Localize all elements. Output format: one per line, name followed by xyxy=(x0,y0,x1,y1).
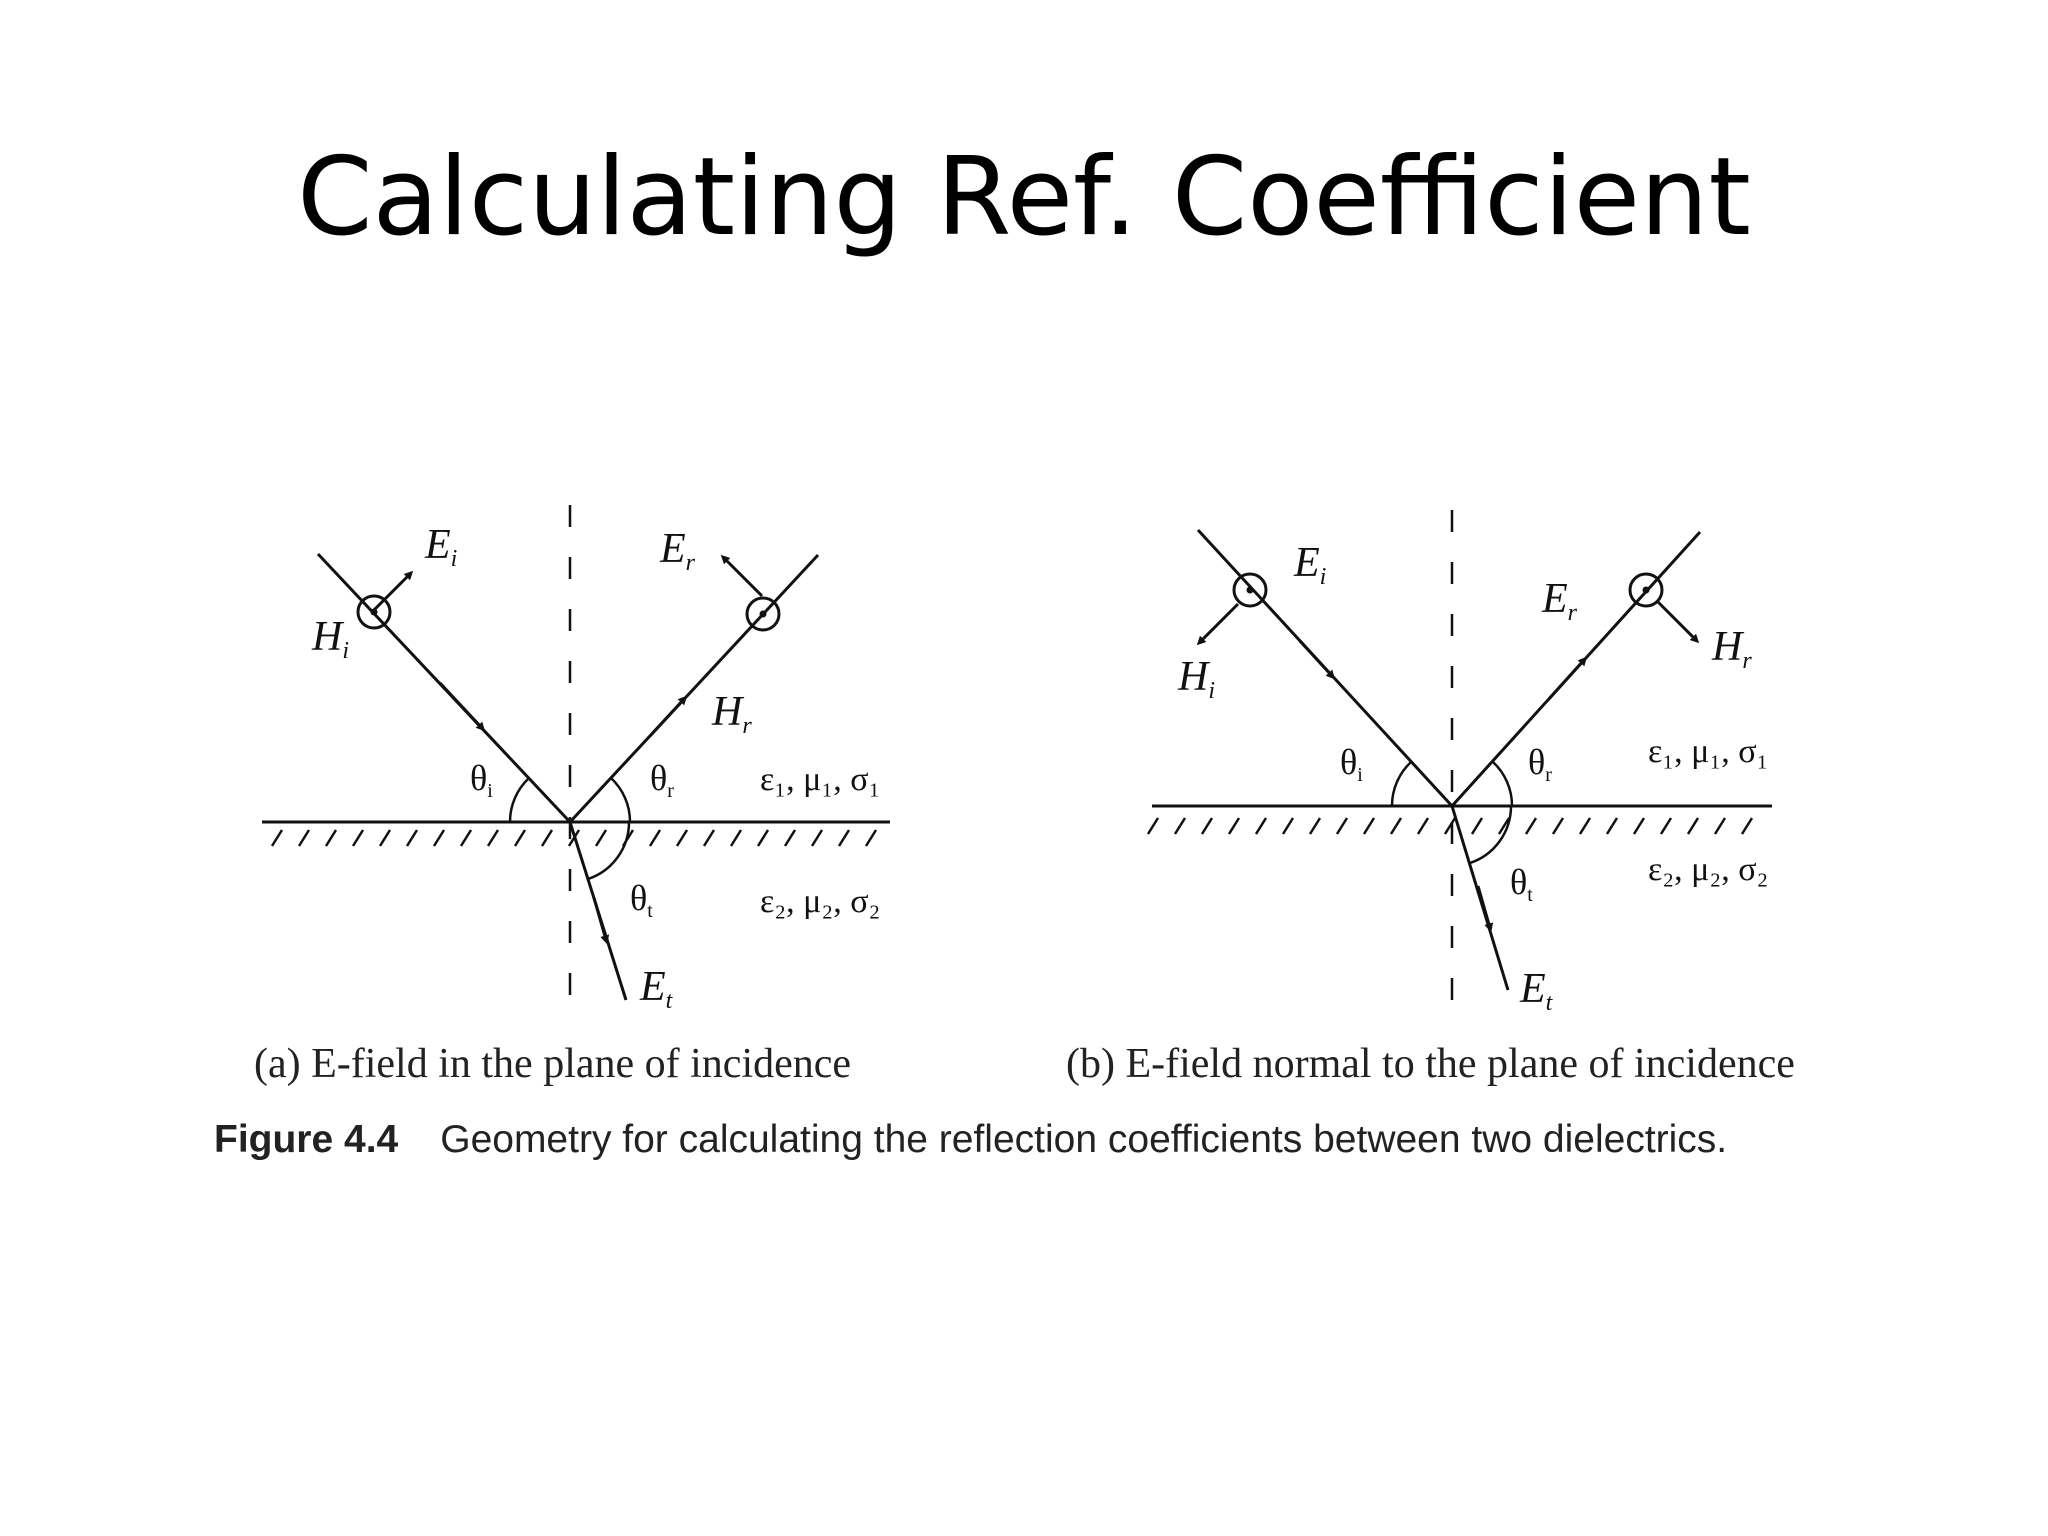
theta-i-label: θ xyxy=(1340,742,1357,782)
er-vector xyxy=(720,554,764,598)
svg-text:Et: Et xyxy=(639,964,674,1014)
medium1-label: ε₁, μ₁, σ₁ xyxy=(1648,733,1768,770)
panel-a-caption: (a) E-field in the plane of incidence xyxy=(254,1041,852,1087)
panel-a-diagram xyxy=(262,505,890,1015)
reflected-ray xyxy=(568,553,820,824)
panel-b-labels: Ei Hi Er Hr θi θr θt Et ε₁, μ₁, σ₁ ε₂, μ… xyxy=(1177,540,1768,1016)
theta-t-label: θ xyxy=(1510,862,1527,902)
svg-text:θi: θi xyxy=(1340,742,1363,786)
er-label: E xyxy=(1541,576,1568,622)
theta-r-arc xyxy=(610,777,632,823)
medium2-label: ε₂, μ₂, σ₂ xyxy=(760,883,880,920)
hr-out-of-page-symbol xyxy=(745,596,781,632)
theta-r-label: θ xyxy=(1528,742,1545,782)
incident-ray-arrow xyxy=(1298,639,1336,680)
theta-i-arc xyxy=(1390,761,1412,807)
hi-out-of-page-symbol xyxy=(356,594,392,630)
svg-text:θr: θr xyxy=(650,758,674,802)
svg-text:Hr: Hr xyxy=(1711,624,1752,674)
svg-text:θt: θt xyxy=(1510,862,1533,906)
er-label: E xyxy=(659,526,686,572)
svg-text:Ei: Ei xyxy=(424,522,457,572)
panel-b-caption: (b) E-field normal to the plane of incid… xyxy=(1066,1041,1795,1087)
ei-label: E xyxy=(424,522,451,568)
ei-out-of-page-symbol xyxy=(1232,572,1268,608)
reflected-ray-arrow xyxy=(648,695,688,738)
transmitted-ray-arrow xyxy=(592,897,610,945)
ei-vector xyxy=(372,570,414,612)
interface-hatching xyxy=(1146,817,1754,835)
figure-number: Figure 4.4 xyxy=(214,1118,399,1161)
theta-t-label: θ xyxy=(630,878,647,918)
interface-hatching xyxy=(270,829,878,847)
panel-a-labels: Ei Hi Er Hr θi θr θt Et ε₁, μ₁, σ₁ ε₂, μ… xyxy=(311,522,880,1014)
figure-caption-text: Geometry for calculating the reflection … xyxy=(440,1118,1728,1161)
transmitted-ray-arrow xyxy=(1476,885,1494,933)
svg-text:Er: Er xyxy=(1541,576,1578,626)
theta-r-label: θ xyxy=(650,758,667,798)
incident-ray-arrow xyxy=(438,681,486,732)
panel-b-diagram xyxy=(1146,510,1772,1000)
slide-title: Calculating Ref. Coefficient xyxy=(297,135,1751,260)
svg-text:Ei: Ei xyxy=(1293,540,1326,590)
svg-text:Hr: Hr xyxy=(711,689,752,739)
figure-caption: Figure 4.4 Geometry for calculating the r… xyxy=(214,1118,1727,1162)
et-label: E xyxy=(1519,966,1546,1012)
hr-label: H xyxy=(711,689,745,735)
svg-text:Hi: Hi xyxy=(311,614,349,664)
hi-vector xyxy=(1196,602,1240,646)
theta-i-label: θ xyxy=(470,758,487,798)
hr-label: H xyxy=(1711,624,1745,670)
svg-text:θt: θt xyxy=(630,878,653,922)
medium2-label: ε₂, μ₂, σ₂ xyxy=(1648,851,1768,888)
svg-text:θi: θi xyxy=(470,758,493,802)
theta-t-arc xyxy=(587,821,631,881)
hi-label: H xyxy=(311,614,345,660)
er-out-of-page-symbol xyxy=(1628,572,1664,608)
svg-text:Hi: Hi xyxy=(1177,654,1215,704)
et-label: E xyxy=(639,964,666,1010)
theta-t-arc xyxy=(1469,805,1513,865)
svg-text:θr: θr xyxy=(1528,742,1552,786)
ei-label: E xyxy=(1293,540,1320,586)
theta-i-arc xyxy=(508,777,530,823)
hr-vector xyxy=(1656,600,1700,644)
theta-r-arc xyxy=(1492,761,1514,807)
svg-text:Et: Et xyxy=(1519,966,1554,1016)
medium1-label: ε₁, μ₁, σ₁ xyxy=(760,761,880,798)
reflected-ray-arrow xyxy=(1546,656,1588,702)
hi-label: H xyxy=(1177,654,1211,700)
svg-text:Er: Er xyxy=(659,526,696,576)
